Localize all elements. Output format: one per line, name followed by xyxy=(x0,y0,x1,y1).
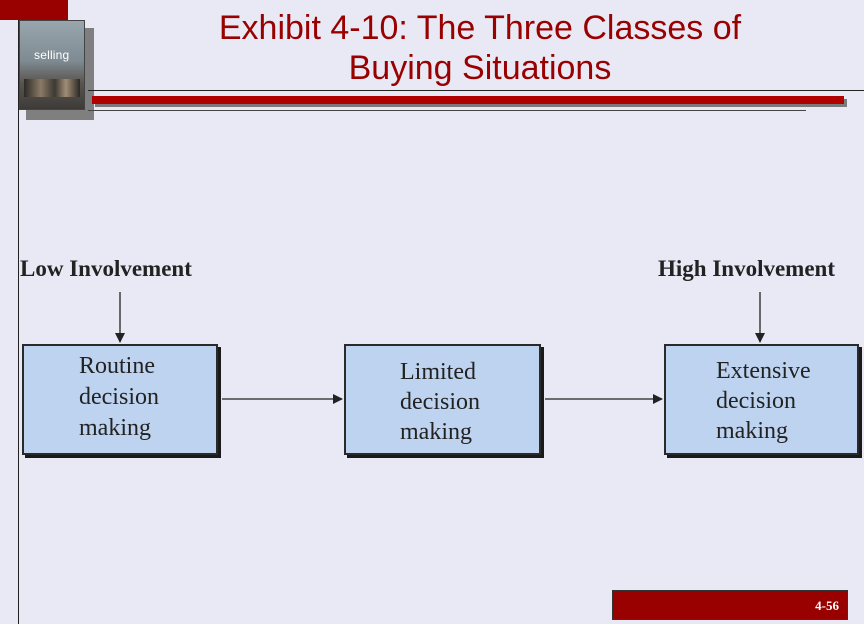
slide-title-line-2: Buying Situations xyxy=(348,49,612,87)
title-rule-top xyxy=(88,90,864,91)
limited-decision-box: Limited decision making xyxy=(344,344,541,455)
box-text-line: decision xyxy=(79,384,159,410)
corner-accent-block xyxy=(0,0,68,20)
slide-title-line-1: Exhibit 4-10: The Three Classes of xyxy=(218,9,742,47)
box-text-line: Extensive xyxy=(716,358,811,384)
box-text-line: Limited xyxy=(400,359,476,385)
box-text-line: decision xyxy=(716,388,796,414)
routine-decision-box: Routine decision making xyxy=(22,344,218,455)
slide-title: Exhibit 4-10: The Three Classes of Buyin… xyxy=(130,8,830,88)
page-number-bar: 4-56 xyxy=(612,590,848,620)
extensive-decision-box: Extensive decision making xyxy=(664,344,859,455)
book-cover-image: selling xyxy=(19,20,85,110)
high-involvement-label: High Involvement xyxy=(658,256,835,281)
book-cover-photo-strip xyxy=(24,79,80,97)
page-number: 4-56 xyxy=(815,598,839,613)
title-rule-thin xyxy=(88,110,806,111)
box-text-line: making xyxy=(400,419,472,445)
box-text-line: making xyxy=(79,415,151,441)
left-vertical-rule xyxy=(18,20,19,624)
title-rule-red xyxy=(92,96,844,104)
low-involvement-label: Low Involvement xyxy=(20,256,192,281)
box-text-line: decision xyxy=(400,389,480,415)
box-text-line: making xyxy=(716,418,788,444)
box-text-line: Routine xyxy=(79,353,155,379)
book-cover-title: selling xyxy=(34,48,70,62)
